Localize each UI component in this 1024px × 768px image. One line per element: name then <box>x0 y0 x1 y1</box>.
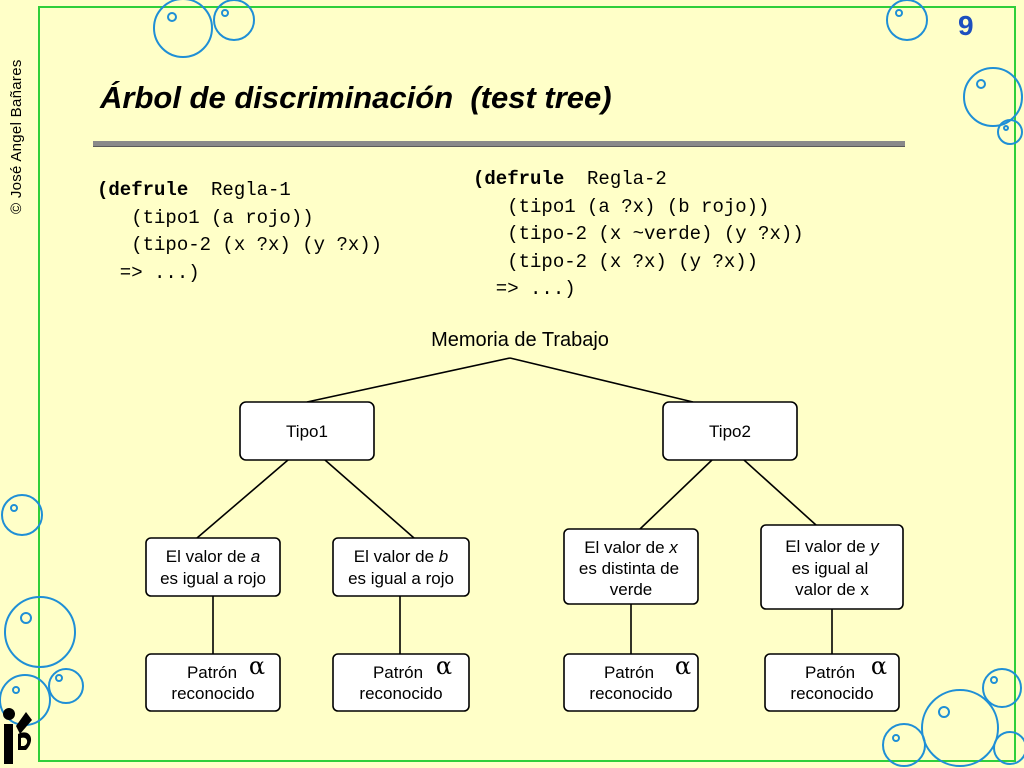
pattern-node-1: Patrón α reconocido <box>145 652 281 712</box>
title-underline <box>93 141 905 147</box>
svg-text:valor de x: valor de x <box>795 580 869 599</box>
svg-text:Patrón: Patrón <box>373 663 423 682</box>
svg-text:reconocido: reconocido <box>790 684 873 703</box>
university-logo <box>3 708 32 764</box>
rule1-line-4: => ...) <box>97 261 200 284</box>
alpha-symbol: α <box>249 652 265 680</box>
alpha-symbol: α <box>436 652 452 680</box>
type-node-tipo1: Tipo1 <box>239 401 375 461</box>
pattern-node-4: Patrón α reconocido <box>764 652 900 712</box>
rule2-line-2: (tipo1 (a ?x) (b rojo)) <box>473 195 770 218</box>
rule2-line-5: => ...) <box>473 278 576 300</box>
svg-text:es igual a rojo: es igual a rojo <box>160 569 266 588</box>
tipo2-label: Tipo2 <box>709 422 751 441</box>
rule1-line-2: (tipo1 (a rojo)) <box>97 206 314 229</box>
svg-text:Patrón: Patrón <box>604 663 654 682</box>
svg-text:El valor de y: El valor de y <box>785 537 880 556</box>
type-node-tipo2: Tipo2 <box>662 401 798 461</box>
svg-text:reconocido: reconocido <box>359 684 442 703</box>
pattern-node-2: Patrón α reconocido <box>332 652 470 712</box>
test-node-x-not-verde: El valor de x es distinta de verde <box>563 528 699 605</box>
test-node-a-rojo: El valor de a es igual a rojo <box>145 537 281 597</box>
alpha-symbol: α <box>675 652 691 680</box>
rule1-code-block: (defrule Regla-1 (tipo1 (a rojo)) (tipo-… <box>97 177 382 287</box>
svg-text:es igual a rojo: es igual a rojo <box>348 569 454 588</box>
svg-text:Patrón: Patrón <box>187 663 237 682</box>
rule1-line-1: (defrule Regla-1 <box>97 179 291 201</box>
pattern-node-3: Patrón α reconocido <box>563 652 699 712</box>
rule2-code-block: (defrule Regla-2 (tipo1 (a ?x) (b rojo))… <box>473 166 804 304</box>
rule2-line-3: (tipo-2 (x ~verde) (y ?x)) <box>473 223 804 245</box>
working-memory-label: Memoria de Trabajo <box>431 329 609 351</box>
svg-text:es distinta de: es distinta de <box>579 559 679 578</box>
tipo1-label: Tipo1 <box>286 422 328 441</box>
svg-text:El valor de x: El valor de x <box>584 538 678 557</box>
svg-text:verde: verde <box>610 580 653 599</box>
slide-frame <box>38 6 1016 762</box>
svg-text:es igual al: es igual al <box>792 559 869 578</box>
page-number: 9 <box>958 10 974 41</box>
test-node-y-equals-x: El valor de y es igual al valor de x <box>760 524 904 610</box>
test-node-b-rojo: El valor de b es igual a rojo <box>332 537 470 597</box>
tree-connectors <box>196 357 833 654</box>
svg-text:El valor de a: El valor de a <box>166 547 261 566</box>
slide-title: Árbol de discriminación (test tree) <box>100 80 612 115</box>
rule2-line-1: (defrule Regla-2 <box>473 168 667 190</box>
svg-text:Patrón: Patrón <box>805 663 855 682</box>
rule2-line-4: (tipo-2 (x ?x) (y ?x)) <box>473 250 759 273</box>
rule1-line-3: (tipo-2 (x ?x) (y ?x)) <box>97 234 383 256</box>
svg-text:reconocido: reconocido <box>171 684 254 703</box>
alpha-symbol: α <box>871 652 887 680</box>
svg-text:reconocido: reconocido <box>589 684 672 703</box>
svg-text:El valor de b: El valor de b <box>354 547 449 566</box>
